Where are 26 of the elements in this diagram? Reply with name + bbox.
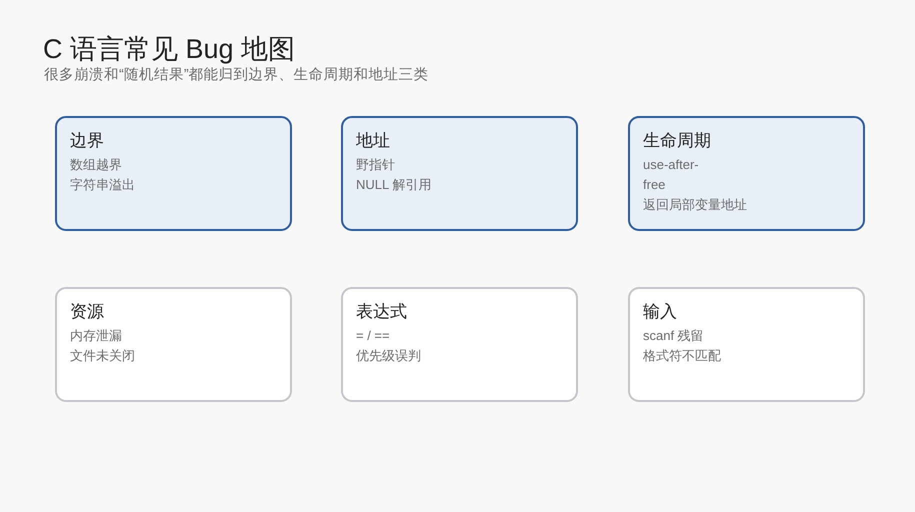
category-card	[55, 116, 292, 231]
category-card	[628, 116, 865, 231]
card-heading: 输入	[643, 301, 677, 323]
card-heading: 边界	[70, 130, 104, 152]
title: C 语言常见 Bug 地图	[43, 33, 296, 66]
list-item: 优先级误判	[356, 347, 421, 365]
list-item: 格式符不匹配	[643, 347, 721, 365]
list-item: 文件未关闭	[70, 347, 135, 365]
card-heading: 生命周期	[643, 130, 711, 152]
card-heading: 地址	[356, 130, 390, 152]
card-heading: 表达式	[356, 301, 407, 323]
list-item: NULL 解引用	[356, 176, 432, 194]
list-item: 字符串溢出	[70, 176, 135, 194]
list-item: 数组越界	[70, 156, 122, 174]
category-card	[341, 116, 578, 231]
list-item: 返回局部变量地址	[643, 196, 747, 214]
list-item: = / ==	[356, 327, 390, 345]
list-item: 野指针	[356, 156, 395, 174]
category-card	[55, 287, 292, 402]
list-item: 内存泄漏	[70, 327, 122, 345]
card-heading: 资源	[70, 301, 104, 323]
list-item: scanf 残留	[643, 327, 704, 345]
subtitle: 很多崩溃和“随机结果”都能归到边界、生命周期和地址三类	[44, 66, 429, 85]
list-item: use-after-free	[643, 156, 700, 194]
category-card	[628, 287, 865, 402]
category-card	[341, 287, 578, 402]
